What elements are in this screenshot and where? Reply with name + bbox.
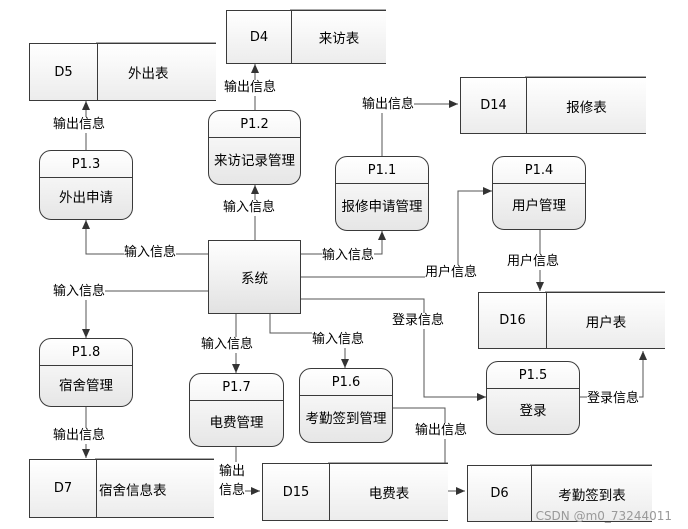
process-p15[interactable]: P1.5 登录: [486, 361, 580, 435]
store-d5[interactable]: D5 外出表: [29, 43, 216, 101]
process-p18-name: 宿舍管理: [59, 377, 113, 394]
flow-label-sys-p13: 输入信息: [124, 245, 177, 261]
store-d5-id: D5: [30, 44, 98, 100]
flow-label-p17-d15: 输出 信息: [219, 462, 246, 500]
flow-label-p13-d5: 输出信息: [53, 117, 106, 133]
process-p12[interactable]: P1.2 来访记录管理: [208, 110, 301, 185]
flow-label-p14-d16: 用户信息: [507, 254, 560, 270]
process-p18-id: P1.8: [40, 339, 132, 366]
system-entity[interactable]: 系统: [208, 240, 301, 314]
store-d7-id: D7: [30, 460, 97, 517]
flow-label-p16-d6: 输出信息: [415, 423, 468, 439]
flow-label-sys-p11: 输入信息: [322, 248, 375, 264]
process-p13-name: 外出申请: [59, 190, 113, 206]
process-p11-id: P1.1: [336, 157, 428, 184]
store-d7-name: 宿舍信息表: [99, 482, 167, 499]
flow-sys-p14: [301, 187, 492, 278]
store-d15-name: 电费表: [368, 486, 410, 502]
store-d15[interactable]: D15 电费表: [262, 463, 448, 521]
flow-label-sys-p17: 输入信息: [201, 337, 254, 353]
process-p17-name: 电费管理: [209, 415, 264, 431]
store-d16[interactable]: D16 用户表: [478, 292, 665, 349]
flow-label-p18-d7: 输出信息: [53, 428, 106, 444]
store-d4-name: 来访表: [318, 31, 360, 47]
store-d14-name: 报修表: [566, 99, 607, 116]
flow-p16-d6: [392, 407, 465, 495]
store-d5-name: 外出表: [128, 66, 169, 82]
process-p13-id: P1.3: [40, 151, 132, 178]
store-d16-name: 用户表: [585, 314, 627, 331]
flow-label-sys-p18: 输入信息: [53, 284, 106, 300]
flow-label-p11-d14: 输出信息: [362, 97, 415, 113]
process-p13[interactable]: P1.3 外出申请: [39, 150, 133, 220]
flow-label-sys-p12: 输入信息: [223, 200, 276, 216]
process-p16-name: 考勤签到管理: [305, 410, 387, 427]
system-entity-label: 系统: [241, 271, 268, 287]
store-d6-name: 考勤签到表: [558, 487, 626, 504]
process-p18[interactable]: P1.8 宿舍管理: [39, 338, 133, 407]
process-p11[interactable]: P1.1 报修申请管理: [335, 156, 429, 231]
store-d4[interactable]: D4 来访表: [226, 10, 386, 64]
process-p16[interactable]: P1.6 考勤签到管理: [299, 368, 393, 443]
flow-sys-p15: [301, 298, 486, 401]
process-p16-id: P1.6: [300, 369, 392, 396]
flow-label-sys-p14: 用户信息: [425, 265, 478, 281]
process-p15-name: 登录: [519, 403, 547, 419]
store-d6[interactable]: D6 考勤签到表: [467, 465, 652, 522]
process-p17[interactable]: P1.7 电费管理: [189, 373, 284, 447]
store-d16-id: D16: [479, 293, 547, 348]
flow-label-p12-d4: 输出信息: [224, 80, 277, 96]
flow-sys-p16: [269, 314, 349, 368]
flow-label-sys-p15: 登录信息: [392, 313, 445, 329]
process-p15-id: P1.5: [487, 362, 579, 389]
store-d14-id: D14: [461, 78, 527, 133]
store-d6-id: D6: [468, 466, 532, 521]
store-d15-id: D15: [263, 464, 330, 520]
process-p11-name: 报修申请管理: [341, 198, 423, 215]
store-d7[interactable]: D7 宿舍信息表: [29, 459, 214, 518]
flow-label-p15-d16: 登录信息: [587, 391, 640, 407]
process-p12-id: P1.2: [209, 111, 300, 138]
flow-label-sys-p16: 输入信息: [312, 332, 365, 348]
store-d4-id: D4: [227, 11, 292, 63]
process-p14-name: 用户管理: [512, 198, 566, 214]
process-p14-id: P1.4: [493, 157, 585, 184]
process-p12-name: 来访记录管理: [214, 152, 295, 169]
watermark: CSDN @m0_73244011: [535, 509, 672, 523]
process-p17-id: P1.7: [190, 374, 283, 401]
process-p14[interactable]: P1.4 用户管理: [492, 156, 586, 230]
store-d14[interactable]: D14 报修表: [460, 77, 646, 134]
